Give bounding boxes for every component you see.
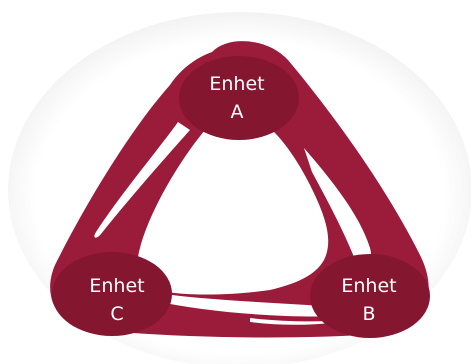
node-c-label-line2: C (110, 303, 123, 325)
node-a-circle (179, 56, 299, 140)
node-c-label-line1: Enhet (89, 275, 144, 297)
node-b-label-line2: B (362, 303, 375, 325)
node-a-label-line1: Enhet (209, 73, 264, 95)
node-b-label-line1: Enhet (341, 275, 396, 297)
node-a-label-line2: A (231, 101, 244, 123)
